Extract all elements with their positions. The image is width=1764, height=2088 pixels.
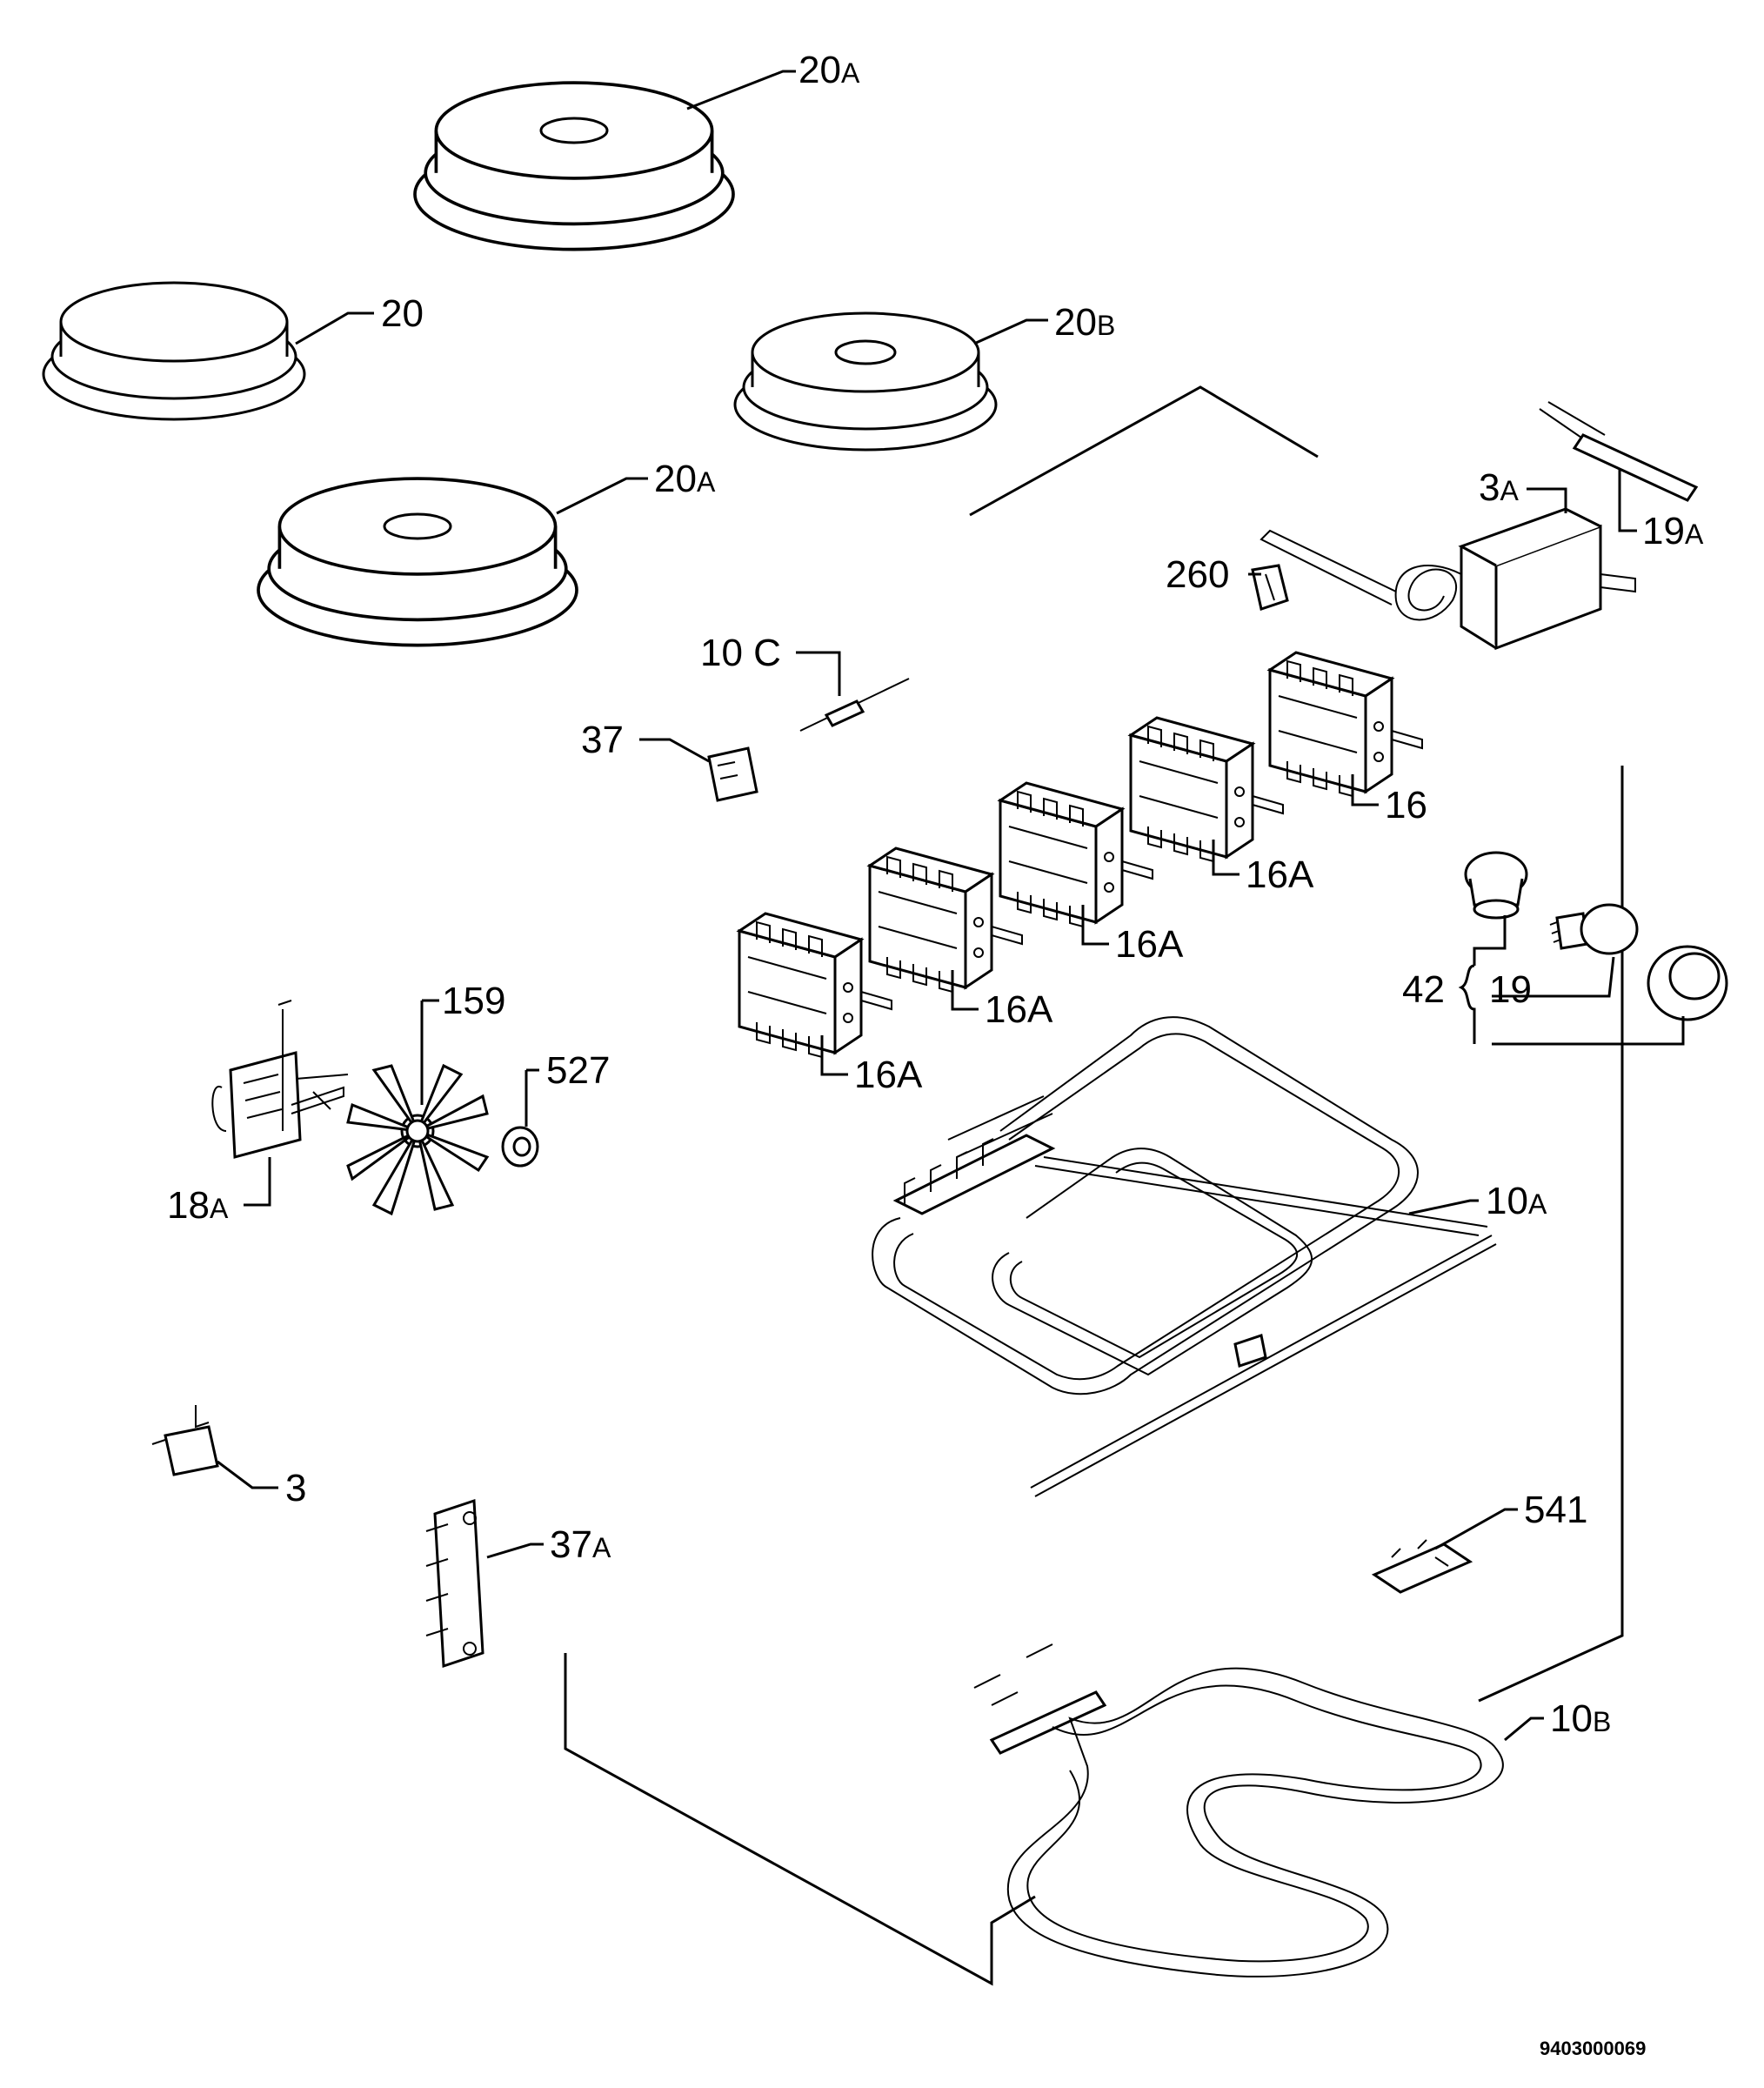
hotplate-20A-top [413,81,735,251]
component-3 [151,1405,219,1476]
sensor-19A [1539,401,1699,502]
label-541: 541 [1524,1489,1587,1531]
label-527: 527 [546,1049,610,1092]
label-16A-2: 16A [1115,923,1184,966]
switch-16A-1 [1129,716,1285,863]
fuse-10C [799,678,910,732]
lamp-holder [1464,851,1528,920]
label-19: 19 [1489,968,1532,1011]
diagram-code: 9403000069 [1540,2038,1646,2059]
label-16: 16 [1385,784,1427,826]
fan-blade-159 [346,1063,490,1216]
label-16A-4: 16A [854,1054,923,1096]
socket-541 [1371,1539,1473,1594]
label-20: 20 [381,292,424,335]
label-37: 37 [581,719,624,761]
label-37A: 37A [550,1523,611,1566]
label-260: 260 [1166,553,1229,596]
label-20B: 20B [1054,301,1115,344]
thermostat-3A [1260,507,1636,651]
terminal-block-37A [425,1498,484,1669]
label-42: 42 [1402,968,1445,1011]
grill-element-10A [872,1016,1497,1497]
label-3A: 3A [1479,466,1519,509]
label-20A-top: 20A [798,49,860,91]
label-10B: 10B [1550,1697,1611,1740]
label-18A: 18A [167,1184,229,1227]
label-16A-1: 16A [1246,853,1314,896]
label-19A: 19A [1642,510,1704,552]
label-10C: 10 C [700,632,781,674]
label-10A: 10A [1486,1180,1547,1222]
hotplate-20B [733,311,998,452]
bottom-element-10B [973,1643,1504,1978]
switch-16 [1268,651,1424,798]
lamp-cover [1647,945,1728,1021]
label-16A-3: 16A [985,988,1053,1031]
label-3: 3 [285,1467,306,1509]
label-159: 159 [442,980,505,1022]
hotplate-20 [42,281,306,421]
bulb-19 [1549,903,1639,955]
connector-37 [707,746,758,802]
clip-260 [1251,564,1289,611]
nut-527 [501,1126,539,1168]
label-20A-lower: 20A [654,458,716,500]
hotplate-20A-lower [257,477,578,647]
fan-motor-18A [211,1000,349,1159]
